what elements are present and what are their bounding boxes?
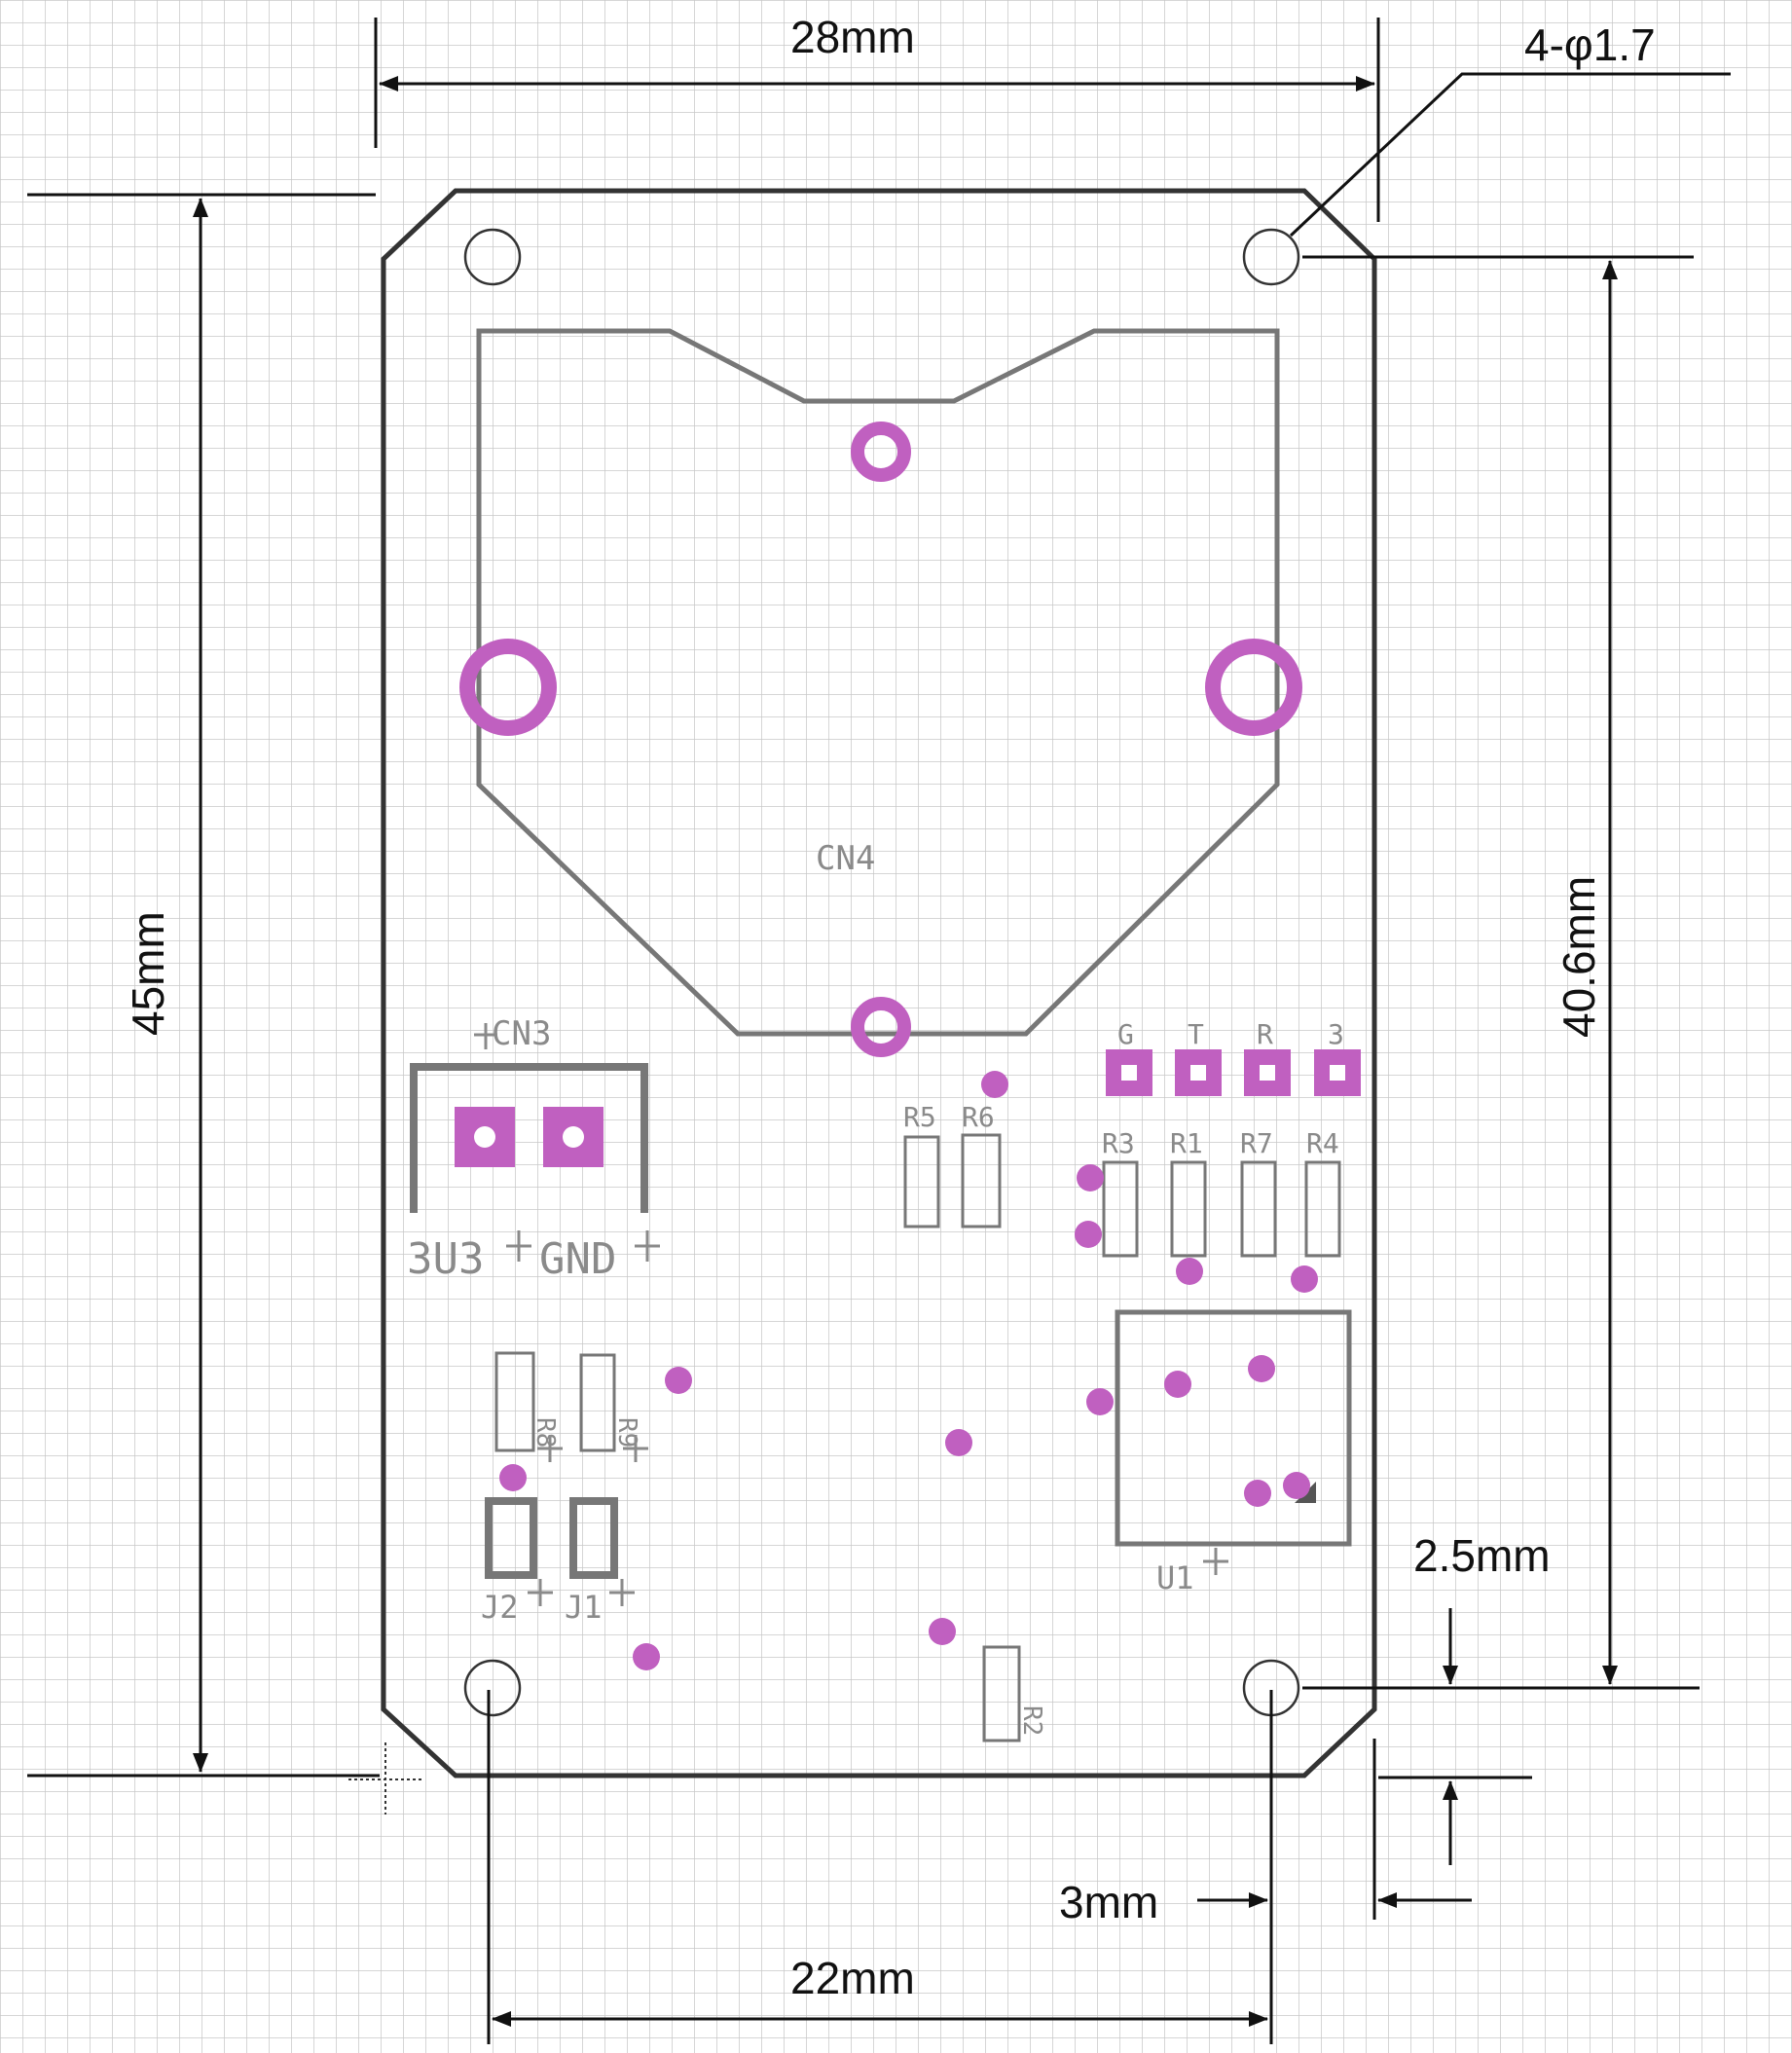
dim-22mm-label: 22mm xyxy=(790,1953,915,2003)
r5-label: R5 xyxy=(903,1101,936,1133)
pin-r-hole xyxy=(1260,1065,1275,1081)
cn3-outline xyxy=(410,1063,648,1213)
hole-callout-leader xyxy=(1289,72,1731,238)
origin-marker xyxy=(348,1742,424,1815)
cn3-pin1-plus xyxy=(506,1230,531,1262)
r7-outline xyxy=(1240,1160,1277,1258)
cn3-pad-2-hole xyxy=(563,1126,584,1148)
u1-plus-mark xyxy=(1203,1548,1228,1575)
via xyxy=(1077,1164,1104,1191)
r1-outline xyxy=(1170,1160,1207,1258)
r1-label: R1 xyxy=(1170,1127,1203,1159)
pin-g-label: G xyxy=(1117,1018,1134,1050)
cn3-pads xyxy=(455,1107,603,1167)
pin-g-hole xyxy=(1121,1065,1137,1081)
mounting-hole-bottom-left xyxy=(463,1659,522,1717)
dim-3mm-label: 3mm xyxy=(1059,1877,1158,1927)
j2-label: J2 xyxy=(481,1589,519,1626)
via xyxy=(1244,1480,1271,1507)
via xyxy=(929,1618,956,1645)
via xyxy=(945,1429,972,1456)
cn4-pad-top xyxy=(851,422,911,482)
hole-callout-label: 4-φ1.7 xyxy=(1524,19,1656,70)
j1-plus-mark xyxy=(609,1579,635,1606)
r3-label: R3 xyxy=(1102,1127,1135,1159)
pin-t-label: T xyxy=(1188,1018,1204,1050)
resistors-r3-r1-r7-r4 xyxy=(1102,1160,1341,1258)
header-pins xyxy=(1106,1049,1361,1096)
via xyxy=(1291,1265,1318,1293)
r9-plus-mark xyxy=(623,1435,648,1462)
cn3-pin1-label: 3U3 xyxy=(407,1234,484,1284)
via xyxy=(1248,1355,1275,1382)
via xyxy=(1164,1371,1191,1398)
r4-outline xyxy=(1304,1160,1341,1258)
dim-45mm-label: 45mm xyxy=(123,911,173,1036)
cn3-pin2-plus xyxy=(635,1230,660,1262)
pin-t-hole xyxy=(1190,1065,1206,1081)
pin-r-label: R xyxy=(1257,1018,1273,1050)
j2-outline xyxy=(485,1497,537,1579)
cn4-pads xyxy=(459,422,1302,1057)
cn3-label: CN3 xyxy=(492,1014,551,1053)
cn4-outline xyxy=(476,328,1280,1037)
r6-outline xyxy=(961,1133,1002,1228)
cn4-pad-bottom xyxy=(851,997,911,1057)
r2-label: R2 xyxy=(1017,1705,1046,1736)
mounting-hole-top-left xyxy=(463,228,522,286)
resistors-r8-r9 xyxy=(494,1351,616,1452)
via xyxy=(665,1367,692,1394)
dim-2-5mm-label: 2.5mm xyxy=(1413,1530,1551,1581)
r7-label: R7 xyxy=(1240,1127,1273,1159)
cn4-label: CN4 xyxy=(816,839,875,878)
pin-3-label: 3 xyxy=(1328,1018,1344,1050)
mounting-hole-top-right xyxy=(1242,228,1300,286)
r4-label: R4 xyxy=(1306,1127,1339,1159)
jumpers xyxy=(485,1497,618,1579)
cn4-pad-right xyxy=(1205,639,1302,736)
j1-label: J1 xyxy=(565,1589,603,1626)
r9-outline xyxy=(579,1353,616,1452)
r5-outline xyxy=(903,1135,940,1228)
r8-plus-mark xyxy=(537,1435,563,1462)
dim-28mm-label: 28mm xyxy=(790,12,915,62)
cn4-pad-left xyxy=(459,639,557,736)
vias xyxy=(499,1071,1318,1670)
u1-outline xyxy=(1115,1309,1352,1547)
via xyxy=(499,1464,527,1491)
resistors-r5-r6 xyxy=(903,1133,1002,1228)
r8-outline xyxy=(494,1351,535,1452)
via xyxy=(633,1643,660,1670)
j1-outline xyxy=(569,1497,618,1579)
via xyxy=(1075,1221,1102,1248)
u1-label: U1 xyxy=(1156,1559,1194,1596)
r6-label: R6 xyxy=(962,1101,995,1133)
dimension-lines xyxy=(27,18,1731,2044)
r8-label: R8 xyxy=(530,1417,560,1448)
pin-3-hole xyxy=(1330,1065,1345,1081)
via xyxy=(981,1071,1008,1098)
via xyxy=(1283,1472,1310,1499)
cn3-plus-mark xyxy=(474,1023,497,1049)
j2-plus-mark xyxy=(528,1579,553,1606)
via xyxy=(1176,1258,1203,1285)
cn3-pin2-label: GND xyxy=(539,1234,616,1284)
r3-outline xyxy=(1102,1160,1139,1258)
via xyxy=(1086,1388,1114,1415)
cn3-pad-1-hole xyxy=(474,1126,495,1148)
dim-40-6mm-label: 40.6mm xyxy=(1554,876,1604,1038)
r2-outline xyxy=(982,1645,1021,1742)
board-outline xyxy=(381,188,1377,1778)
